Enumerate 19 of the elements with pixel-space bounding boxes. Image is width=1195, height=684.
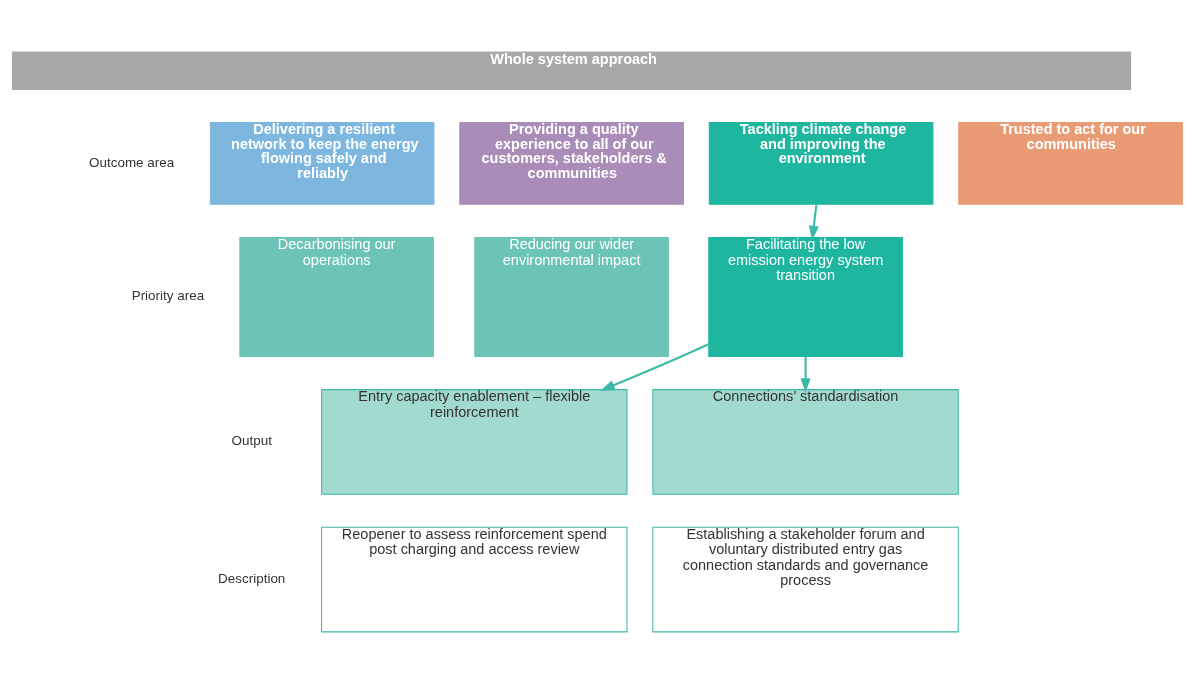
label: Priority area xyxy=(131,288,205,304)
node-box: Trusted to act for our communities xyxy=(958,122,1183,205)
arrow xyxy=(800,356,811,393)
label: Outcome area xyxy=(89,154,175,170)
node-box: Tackling climate change and improving the environment xyxy=(708,122,934,205)
node-box: Decarbonising our operations xyxy=(239,236,434,357)
node-box: Reopener to assess reinforcement spend post charging and access review xyxy=(321,526,628,633)
node-box: Providing a quality experience to all of our customers, stakeholders & communities xyxy=(459,122,684,205)
arrow xyxy=(808,204,819,241)
label: Output xyxy=(231,433,272,449)
node-box: Reducing our wider environmental impact xyxy=(474,236,669,357)
label: Description xyxy=(218,571,286,587)
node-box: Connections’ standardisation xyxy=(652,389,959,495)
node-box: Facilitating the low emission energy system transition xyxy=(708,236,903,357)
arrow xyxy=(600,343,709,391)
node-box: Entry capacity enablement – flexible reinforcement xyxy=(321,389,628,495)
node-box: Whole system approach xyxy=(12,51,1132,90)
node-box: Delivering a resilient network to keep the energy flowing safely and reliably xyxy=(209,122,435,205)
node-box: Establishing a stakeholder forum and voluntary distributed entry gas connection standards and governance process xyxy=(652,526,959,633)
